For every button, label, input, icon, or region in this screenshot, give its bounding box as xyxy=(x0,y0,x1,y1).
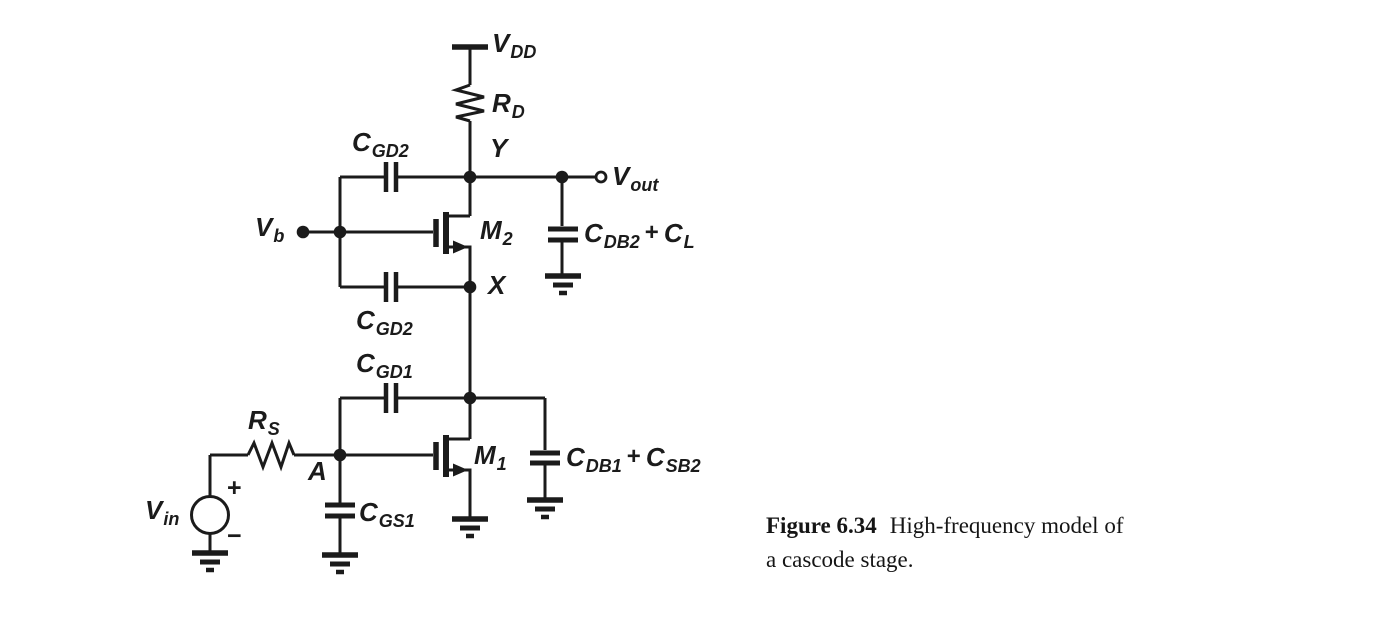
mosfet-m1 xyxy=(433,435,472,517)
junction-dot-x xyxy=(463,280,477,294)
m1-source-arrow-icon xyxy=(453,463,468,477)
ground-symbol-vin xyxy=(192,550,228,573)
output-terminal-circle xyxy=(594,170,608,184)
terminal-dot-vb xyxy=(296,225,310,239)
label-cdb2-cl: CDB2+CL xyxy=(584,218,695,252)
junction-dot-y xyxy=(463,170,477,184)
label-cgd2-lower: CGD2 xyxy=(356,305,413,339)
label-cdb1-csb2: CDB1+CSB2 xyxy=(566,442,701,476)
ground-symbol-cdb1 xyxy=(527,497,563,520)
m2-source-lead xyxy=(449,245,472,287)
label-vb: Vb xyxy=(255,212,285,246)
ground-symbol-cdb2 xyxy=(545,273,581,296)
figure-caption: Figure 6.34 High-frequency model of a cas… xyxy=(766,509,1236,577)
capacitor-cdb2-cl xyxy=(548,226,578,243)
capacitor-cgs1 xyxy=(325,502,355,519)
node-label-x: X xyxy=(488,270,506,300)
resistor-rs xyxy=(246,438,296,472)
capacitor-cgd2-lower xyxy=(383,272,399,302)
vin-source-circle xyxy=(190,495,230,535)
vin-minus-sign: − xyxy=(227,522,242,550)
capacitor-cgd2-upper xyxy=(383,162,399,192)
label-vout: Vout xyxy=(612,161,659,195)
junction-dot-out xyxy=(555,170,569,184)
junction-dot-a xyxy=(333,448,347,462)
caption-line2: a cascode stage. xyxy=(766,547,914,572)
node-label-y: Y xyxy=(490,133,508,163)
caption-line1: High-frequency model of xyxy=(889,513,1124,538)
label-cgd1: CGD1 xyxy=(356,348,413,382)
label-cgs1: CGS1 xyxy=(359,497,415,531)
m2-source-arrow-icon xyxy=(453,240,468,254)
node-label-a: A xyxy=(308,456,327,486)
label-rs: RS xyxy=(248,405,280,439)
label-m1: M1 xyxy=(474,440,507,474)
ground-symbol-cgs1 xyxy=(322,552,358,575)
label-m2: M2 xyxy=(480,215,513,249)
label-cgd2-upper: CGD2 xyxy=(352,127,409,161)
label-rd: RD xyxy=(492,88,525,122)
junction-dot-vb xyxy=(333,225,347,239)
capacitor-cdb1-csb2 xyxy=(530,450,560,466)
resistor-rd xyxy=(450,83,485,123)
label-vin: Vin xyxy=(145,495,180,529)
vin-plus-sign: + xyxy=(227,474,242,502)
caption-figure-number: Figure 6.34 xyxy=(766,513,877,538)
mosfet-m2 xyxy=(433,212,472,287)
ground-symbol-m1 xyxy=(452,516,488,539)
m1-source-lead xyxy=(449,468,472,517)
label-vdd: VDD xyxy=(492,28,537,62)
capacitor-cgd1 xyxy=(383,383,399,413)
junction-dot-node1 xyxy=(463,391,477,405)
